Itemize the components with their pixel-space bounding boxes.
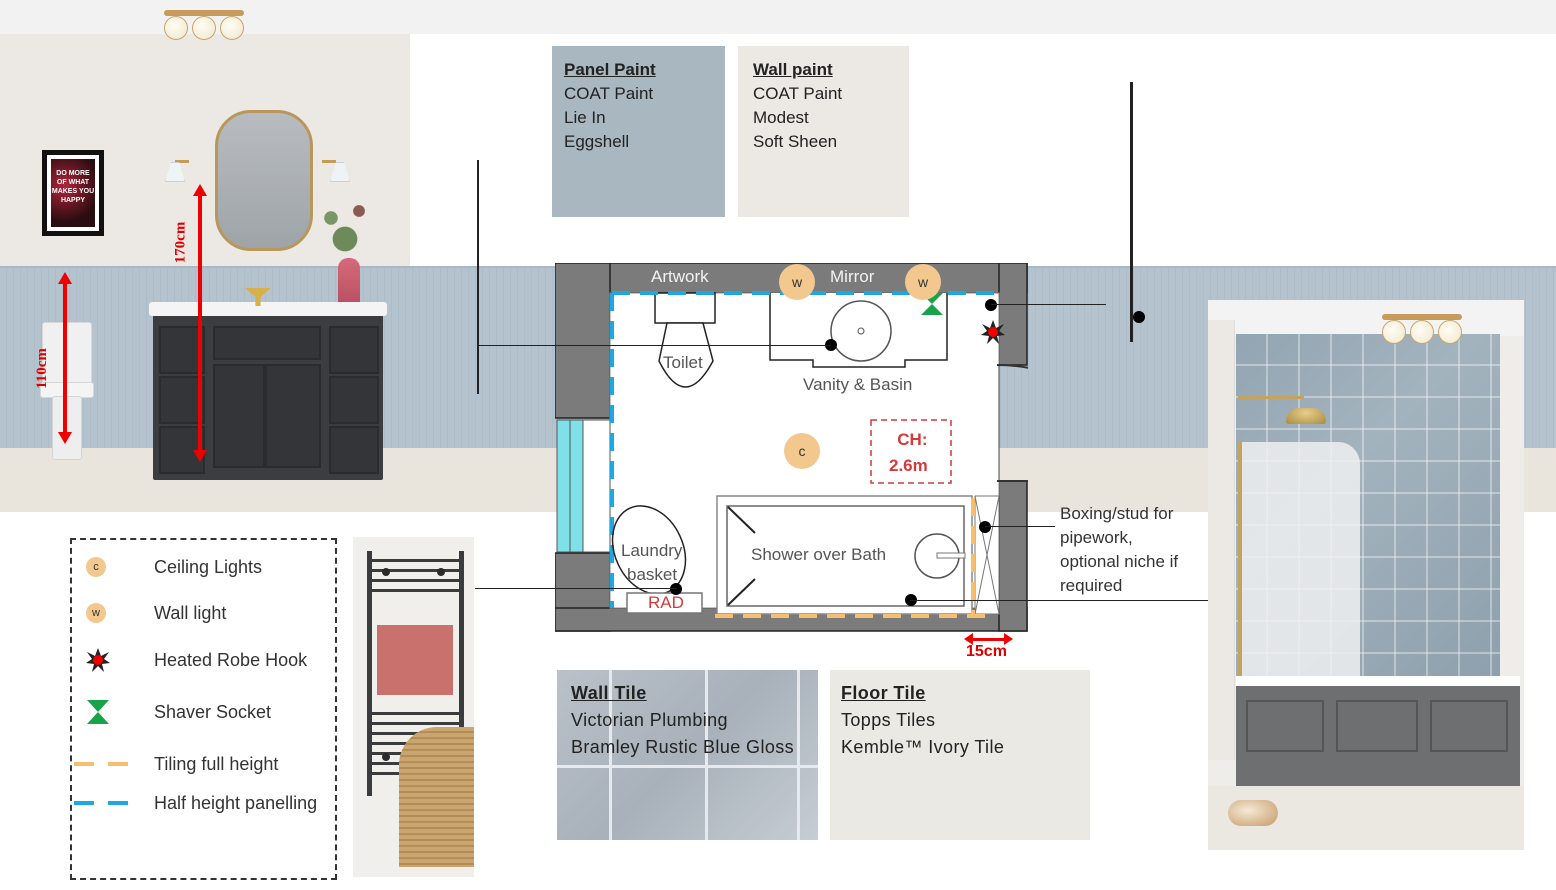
- pink-towel: [377, 625, 453, 695]
- wall-light-icon: w: [86, 603, 106, 623]
- legend-item-panelling: Half height panelling: [72, 788, 335, 818]
- swatch-color-name: Modest: [753, 108, 809, 127]
- panel-paint-swatch: Panel Paint COAT Paint Lie In Eggshell: [552, 46, 725, 217]
- mirror: [215, 110, 313, 251]
- floor-tile-swatch: Floor Tile Topps Tiles Kemble™ Ivory Til…: [830, 670, 1090, 840]
- radiator-label: RAD: [648, 593, 684, 612]
- swatch-brand: COAT Paint: [564, 84, 654, 103]
- slippers: [1228, 800, 1278, 826]
- arrow-up-icon: [58, 272, 72, 284]
- swatch-finish: Soft Sheen: [753, 132, 838, 151]
- ceiling-light-marker: c: [784, 433, 820, 469]
- leader-dot: [825, 339, 837, 351]
- floor-plan: Artwork Mirror Toilet Vanity & Basin Lau…: [555, 263, 1028, 633]
- wall-light-marker: w: [905, 264, 941, 300]
- swatch-supplier: Topps Tiles: [841, 710, 936, 730]
- legend-item-shaver-socket: Shaver Socket: [72, 697, 335, 727]
- basin-top: [149, 302, 387, 316]
- mirror-label: Mirror: [830, 267, 875, 286]
- wall-sconce-left: [165, 156, 191, 182]
- robe-hook-switch: [1133, 311, 1145, 323]
- ceiling-light-icon: c: [86, 557, 106, 577]
- leader-line-boxing: [985, 526, 1055, 527]
- wall-light-marker: w: [779, 264, 815, 300]
- vase: [338, 258, 360, 314]
- swatch-finish: Eggshell: [564, 132, 630, 151]
- dimension-label-110: 110cm: [33, 348, 50, 389]
- robe-hook-rail-left: [477, 160, 479, 394]
- wall-tile-swatch: Wall Tile Victorian Plumbing Bramley Rus…: [557, 670, 818, 840]
- wall-paint-swatch: Wall paint COAT Paint Modest Soft Sheen: [738, 46, 909, 217]
- swatch-brand: COAT Paint: [753, 84, 843, 103]
- shaver-socket-icon: [87, 700, 109, 724]
- legend-item-ceiling-lights: c Ceiling Lights: [72, 552, 335, 582]
- ceiling-light-fixture: [1382, 314, 1462, 344]
- swatch-title: Floor Tile: [841, 683, 926, 703]
- ceiling-height-label: CH: 2.6m: [889, 430, 928, 475]
- dimension-label-15: 15cm: [966, 643, 1007, 660]
- swatch-product: Bramley Rustic Blue Gloss: [571, 737, 795, 757]
- bath-panel: [1236, 686, 1520, 786]
- arrow-right-icon: [1004, 633, 1013, 645]
- leader-dot: [985, 299, 997, 311]
- leader-line-vanity: [478, 345, 831, 346]
- artwork-label: Artwork: [651, 267, 709, 286]
- arrow-down-icon: [193, 450, 207, 462]
- leader-line-robe-hook: [991, 304, 1106, 305]
- screen-frame: [1238, 442, 1242, 678]
- swatch-color-name: Lie In: [564, 108, 606, 127]
- leader-dot: [670, 583, 682, 595]
- bath-rim: [1236, 676, 1520, 686]
- heated-robe-hook-icon: [86, 648, 110, 672]
- shower-arm: [1238, 396, 1304, 399]
- toilet-elevation: [40, 322, 94, 460]
- arrow-left-icon: [964, 633, 973, 645]
- legend-item-tiling: Tiling full height: [72, 749, 335, 779]
- bath-wall-elevation: [1208, 300, 1524, 850]
- wicker-basket: [399, 727, 474, 867]
- swatch-title: Wall paint: [753, 60, 833, 79]
- dimension-line-15: [970, 638, 1006, 641]
- swatch-title: Panel Paint: [564, 60, 656, 79]
- leader-dot: [979, 521, 991, 533]
- legend-item-heated-robe-hook: Heated Robe Hook: [72, 645, 335, 675]
- towel-rail-image: [353, 537, 474, 877]
- tiling-line-icon: [74, 762, 134, 766]
- leader-line-bath: [910, 600, 1208, 601]
- panelling-line-icon: [74, 801, 134, 805]
- artwork-print: DO MORE OF WHAT MAKES YOU HAPPY: [42, 150, 104, 236]
- plant: [310, 190, 380, 260]
- dimension-line-110: [63, 284, 67, 432]
- heated-towel-rail: [367, 551, 464, 796]
- wall-sconce-right: [322, 156, 350, 182]
- heated-robe-hook-rail: [1130, 82, 1133, 342]
- shower-bath-label: Shower over Bath: [751, 545, 887, 564]
- dimension-line-170: [198, 196, 202, 450]
- swatch-supplier: Victorian Plumbing: [571, 710, 728, 730]
- arrow-down-icon: [58, 432, 72, 444]
- dimension-label-170: 170cm: [172, 221, 189, 264]
- shower-head-icon: [1286, 408, 1326, 424]
- swatch-title: Wall Tile: [571, 683, 647, 703]
- ceiling: [0, 0, 1556, 34]
- door-frame: [1208, 320, 1235, 760]
- laundry-basket-label: Laundry basket: [621, 541, 683, 584]
- arrow-up-icon: [193, 184, 207, 196]
- ceiling-light-fixture: [164, 10, 244, 40]
- bath-screen: [1242, 442, 1360, 678]
- legend-item-wall-light: w Wall light: [72, 598, 335, 628]
- vanity-basin-label: Vanity & Basin: [803, 375, 913, 394]
- swatch-product: Kemble™ Ivory Tile: [841, 737, 1005, 757]
- vanity-unit: [149, 302, 387, 480]
- legend: c Ceiling Lights w Wall light Heated Rob…: [70, 538, 337, 880]
- leader-line-towel-rail: [475, 588, 677, 589]
- toilet-label: Toilet: [663, 353, 703, 372]
- boxing-annotation: Boxing/stud for pipework, optional niche…: [1060, 504, 1179, 595]
